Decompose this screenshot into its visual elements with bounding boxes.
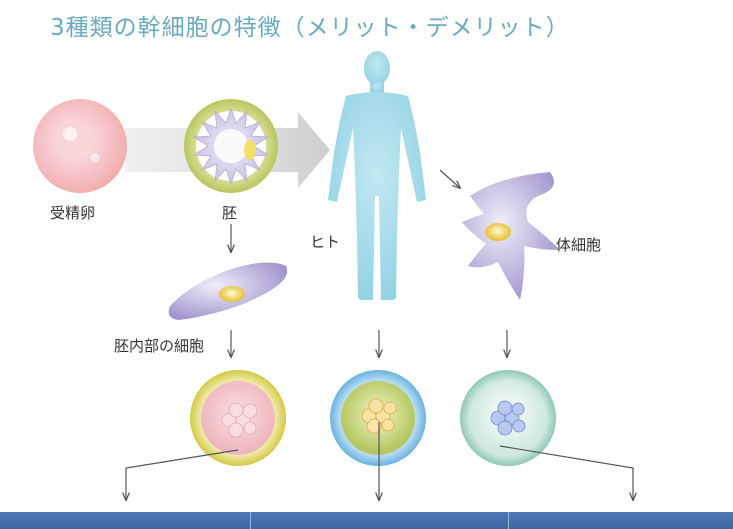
embryo-icon bbox=[184, 99, 278, 193]
bar-divider bbox=[508, 512, 509, 529]
bar-divider bbox=[250, 512, 251, 529]
human-silhouette-icon bbox=[328, 51, 426, 300]
es-stem-cell-icon bbox=[190, 370, 286, 466]
ips-stem-cell-icon bbox=[460, 370, 556, 466]
inner-cell-icon bbox=[168, 262, 288, 320]
fertilized-egg-icon bbox=[33, 99, 127, 193]
label-somatic-cell: 体細胞 bbox=[556, 236, 602, 254]
arrow-ips-to-right bbox=[499, 445, 633, 500]
label-inner-cell-mass: 胚内部の細胞 bbox=[114, 337, 205, 355]
arrow-es-to-left bbox=[126, 449, 239, 500]
arrow-human-to-somatic bbox=[439, 169, 460, 188]
label-fertilized-egg: 受精卵 bbox=[50, 204, 96, 222]
bottom-header-bar bbox=[0, 512, 733, 529]
label-embryo: 胚 bbox=[222, 204, 238, 222]
somatic-cell-icon bbox=[462, 172, 560, 300]
adult-stem-cell-icon bbox=[330, 370, 426, 466]
label-human: ヒト bbox=[310, 233, 341, 251]
page-title: 3種類の幹細胞の特徴（メリット・デメリット） bbox=[50, 15, 570, 41]
